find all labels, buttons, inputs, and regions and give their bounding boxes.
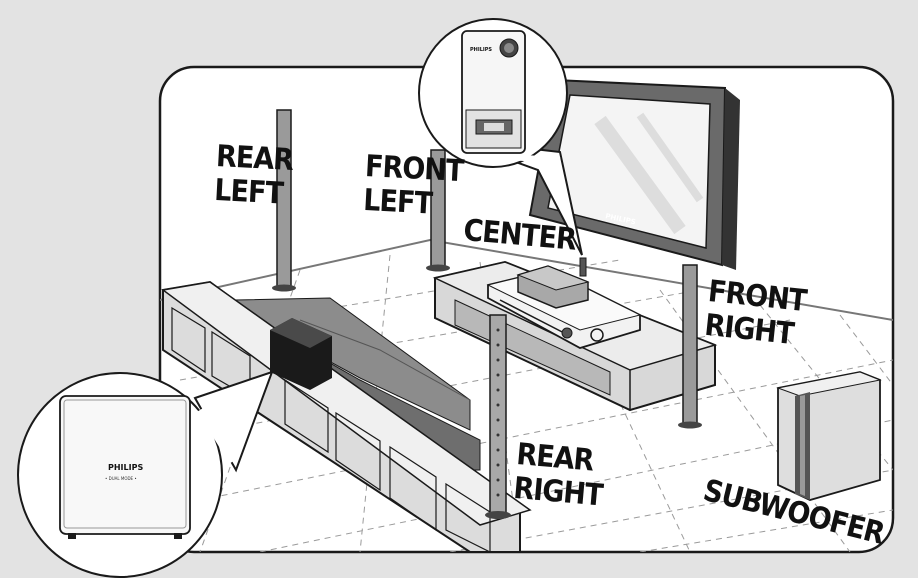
label-front-right: FRONT RIGHT <box>702 274 808 352</box>
center-speaker <box>516 257 590 309</box>
rear-left-speaker <box>272 109 296 292</box>
floor-edge <box>160 238 893 321</box>
rear-right-speaker <box>485 314 511 519</box>
front-left-speaker <box>426 149 450 272</box>
subwoofer-callout <box>17 370 274 578</box>
label-front-left: FRONT LEFT <box>362 149 465 222</box>
label-rear-left: REAR LEFT <box>213 139 294 212</box>
subwoofer-small <box>270 318 332 390</box>
center-speaker-callout <box>418 18 583 256</box>
subwoofer-callout-caption: • DUAL MODE • <box>105 476 137 481</box>
front-right-speaker <box>678 264 702 429</box>
center-callout-brand: PHILIPS <box>470 47 492 53</box>
label-rear-right: REAR RIGHT <box>512 437 604 514</box>
subwoofer <box>776 371 882 501</box>
subwoofer-callout-brand: PHILIPS <box>108 463 143 472</box>
